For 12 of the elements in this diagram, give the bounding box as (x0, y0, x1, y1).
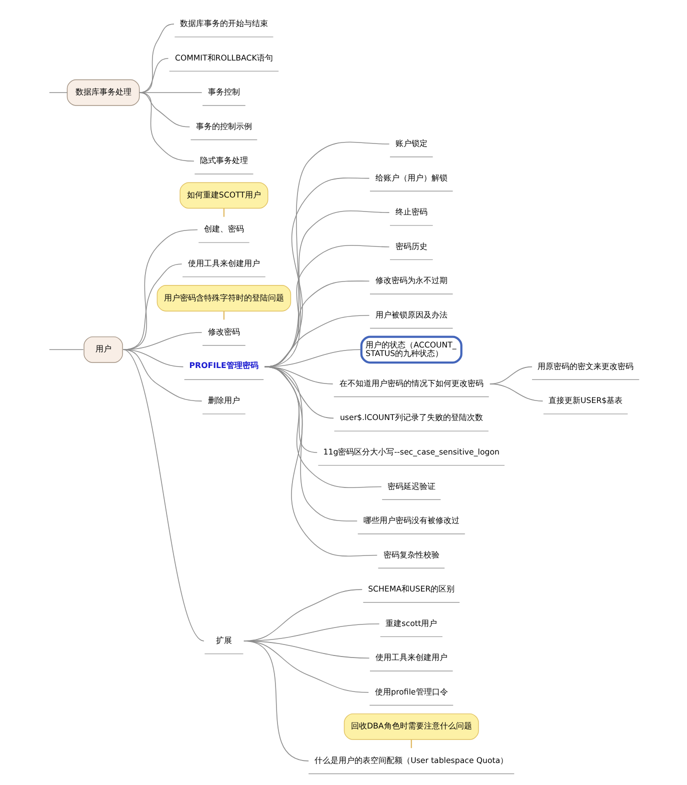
connector (264, 366, 382, 488)
connector (122, 349, 204, 642)
connector (122, 229, 198, 350)
connector (122, 332, 202, 350)
connector (48, 92, 68, 93)
connector (138, 92, 202, 93)
connector (48, 349, 84, 350)
connector (138, 92, 194, 162)
connector (489, 384, 543, 402)
connector (264, 366, 377, 556)
connector (122, 264, 182, 350)
connector (243, 640, 308, 762)
